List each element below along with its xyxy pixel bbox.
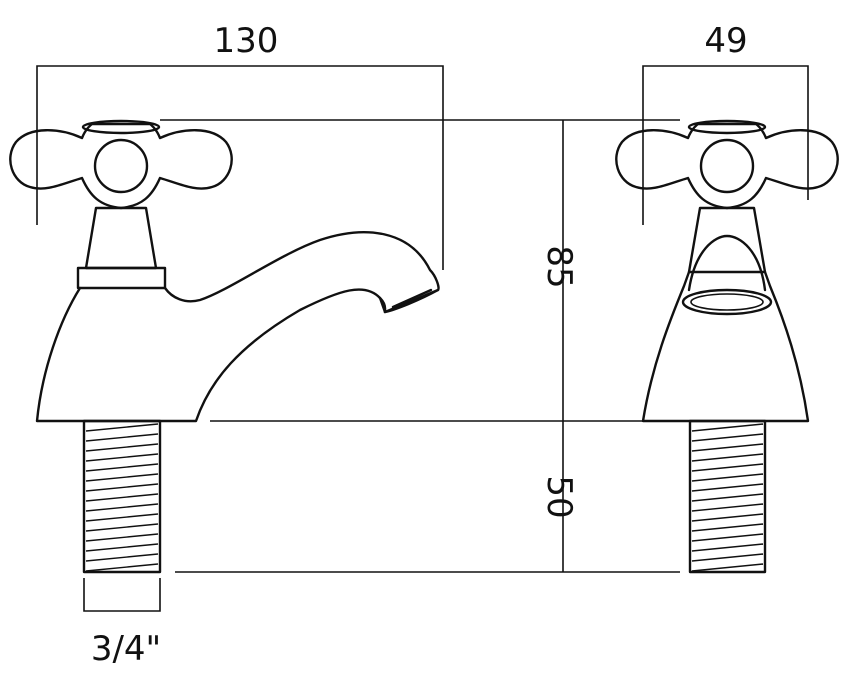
dimension-thread-bracket xyxy=(83,578,161,612)
spout-tip-side xyxy=(378,288,440,314)
cross-handle-front xyxy=(615,122,839,210)
dimension-49-bracket xyxy=(642,65,809,225)
dimension-85-label: 85 xyxy=(539,245,579,288)
handle-boss-front xyxy=(699,138,755,194)
spout-outlet-inner xyxy=(690,293,764,311)
thread-shank-side xyxy=(82,419,162,574)
handle-cap-side xyxy=(81,119,161,135)
dimension-50-label: 50 xyxy=(539,475,579,518)
dimension-49-label: 49 xyxy=(704,21,747,61)
spout-outlet-outer xyxy=(681,288,773,316)
cross-handle-side xyxy=(9,122,233,210)
stem-side xyxy=(84,206,158,270)
dimension-thread-label: 3/4" xyxy=(91,629,161,669)
thread-shank-front xyxy=(688,419,767,574)
handle-boss-side xyxy=(93,138,149,194)
spout-front xyxy=(687,234,767,292)
thread-lines-side xyxy=(85,423,159,572)
tap-side-view xyxy=(9,119,440,574)
collar-side xyxy=(76,266,167,290)
tap-front-view xyxy=(615,119,839,574)
dimension-130-label: 130 xyxy=(214,21,279,61)
handle-cap-front xyxy=(687,119,767,135)
dimension-lines xyxy=(36,65,809,612)
thread-lines-front xyxy=(691,423,764,572)
body-spout-side xyxy=(35,231,440,423)
dimension-130-bracket xyxy=(36,65,444,270)
stem-front xyxy=(687,206,767,274)
